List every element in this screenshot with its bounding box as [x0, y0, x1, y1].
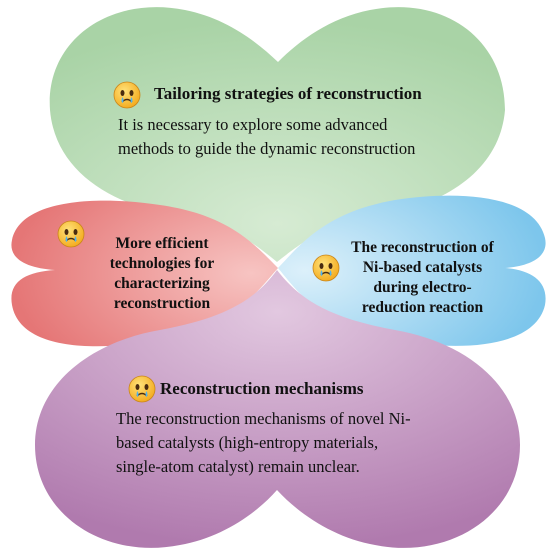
top-petal-title: Tailoring strategies of reconstruction	[154, 84, 422, 103]
top-petal-body: It is necessary to explore some advanced…	[118, 113, 415, 161]
left-petal-title-line: More efficient	[115, 235, 209, 252]
left-petal-title-line: characterizing	[114, 275, 210, 292]
top-petal-body-line: methods to guide the dynamic reconstruct…	[118, 139, 416, 158]
right-petal-title-line: Ni-based catalysts	[362, 259, 483, 276]
right-petal	[278, 195, 546, 346]
crying-face-icon	[113, 81, 141, 109]
top-petal	[49, 7, 506, 263]
bottom-petal	[35, 270, 520, 548]
bottom-petal-title: Reconstruction mechanisms	[160, 379, 364, 398]
left-petal-title-line: technologies for	[109, 255, 215, 272]
crying-face-icon	[128, 375, 156, 403]
right-petal-title-line: during electro-	[373, 279, 472, 296]
right-petal-title: The reconstruction of Ni-based catalysts…	[335, 238, 510, 318]
bottom-petal-body: The reconstruction mechanisms of novel N…	[116, 407, 411, 479]
crying-face-icon	[57, 220, 85, 248]
left-petal-title: More efficient technologies for characte…	[92, 234, 232, 314]
bottom-petal-body-line: The reconstruction mechanisms of novel N…	[116, 409, 411, 428]
crying-face-icon	[312, 254, 340, 282]
bottom-petal-body-line: single-atom catalyst) remain unclear.	[116, 457, 360, 476]
right-petal-title-line: reduction reaction	[361, 299, 484, 316]
right-petal-title-line: The reconstruction of	[351, 239, 494, 256]
left-petal-title-line: reconstruction	[113, 295, 211, 312]
top-petal-body-line: It is necessary to explore some advanced	[118, 115, 388, 134]
bottom-petal-body-line: based catalysts (high-entropy materials,	[116, 433, 379, 452]
